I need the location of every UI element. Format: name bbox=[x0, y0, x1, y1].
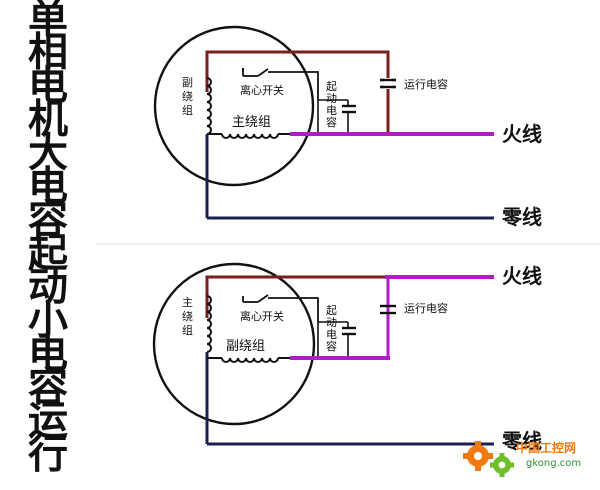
wire-top-red bbox=[205, 50, 390, 134]
title-char: 相 bbox=[28, 30, 68, 76]
label-centrifugal-switch-bottom: 离心开关 bbox=[240, 309, 284, 323]
label-start-cap-top: 起动电容 bbox=[326, 80, 337, 129]
motor-housing-top bbox=[153, 25, 315, 187]
title-char: 大 bbox=[28, 130, 68, 176]
watermark: 中国工控网 gkong.com bbox=[463, 440, 581, 477]
label-run-cap-bottom: 运行电容 bbox=[404, 301, 448, 315]
title-char: 容 bbox=[28, 365, 68, 411]
label-run-cap-top: 运行电容 bbox=[404, 77, 448, 91]
label-centrifugal-switch-top: 离心开关 bbox=[240, 83, 284, 97]
title-char: 电 bbox=[28, 331, 68, 377]
wire-switch-to-startcap-top bbox=[268, 71, 319, 100]
main-winding-coil-top bbox=[221, 133, 279, 139]
watermark-url: gkong.com bbox=[526, 458, 581, 469]
watermark-brand: 中国工控网 bbox=[516, 440, 576, 455]
title-char: 动 bbox=[28, 264, 68, 310]
runcap-gap-top bbox=[384, 78, 392, 89]
aux-winding-coil-top bbox=[206, 77, 212, 135]
label-neutral-top: 零线 bbox=[501, 205, 542, 229]
gear-icon-green bbox=[490, 453, 514, 477]
title-char: 单 bbox=[28, 0, 68, 42]
top-diagram: 副绕组 离心开关 主绕组 起动电容 运行电容 火线 零线 bbox=[153, 25, 542, 229]
label-main-winding-top: 主绕组 bbox=[232, 115, 271, 130]
cswitch-blade-bottom bbox=[257, 294, 269, 303]
title-char: 起 bbox=[28, 231, 69, 277]
aux-winding-coil-bottom bbox=[221, 357, 279, 363]
title-char: 机 bbox=[28, 97, 68, 143]
gear-icon bbox=[463, 441, 493, 471]
label-live-top: 火线 bbox=[502, 122, 542, 146]
label-aux-winding-bottom: 副绕组 bbox=[226, 339, 265, 354]
title-char: 行 bbox=[28, 432, 68, 478]
title-char: 运 bbox=[28, 398, 68, 444]
title-char: 小 bbox=[28, 298, 68, 344]
label-live-bottom: 火线 bbox=[502, 264, 542, 288]
label-aux-winding-top: 副绕组 bbox=[182, 76, 193, 117]
title-char: 电 bbox=[28, 63, 68, 109]
label-start-cap-bottom: 起动电容 bbox=[326, 304, 337, 353]
title-char: 电 bbox=[28, 164, 68, 210]
bottom-diagram: 主绕组 离心开关 副绕组 起动电容 运行电容 火线 零线 bbox=[152, 262, 542, 453]
cswitch-blade-top bbox=[257, 68, 269, 77]
label-neutral-bottom: 零线 bbox=[501, 429, 542, 453]
motor-housing-bottom bbox=[152, 262, 316, 426]
main-winding-coil-bottom bbox=[206, 295, 212, 353]
wire-switch-to-startcap-bottom bbox=[268, 297, 319, 322]
title-char: 容 bbox=[28, 197, 68, 243]
label-main-winding-bottom: 主绕组 bbox=[182, 296, 193, 337]
